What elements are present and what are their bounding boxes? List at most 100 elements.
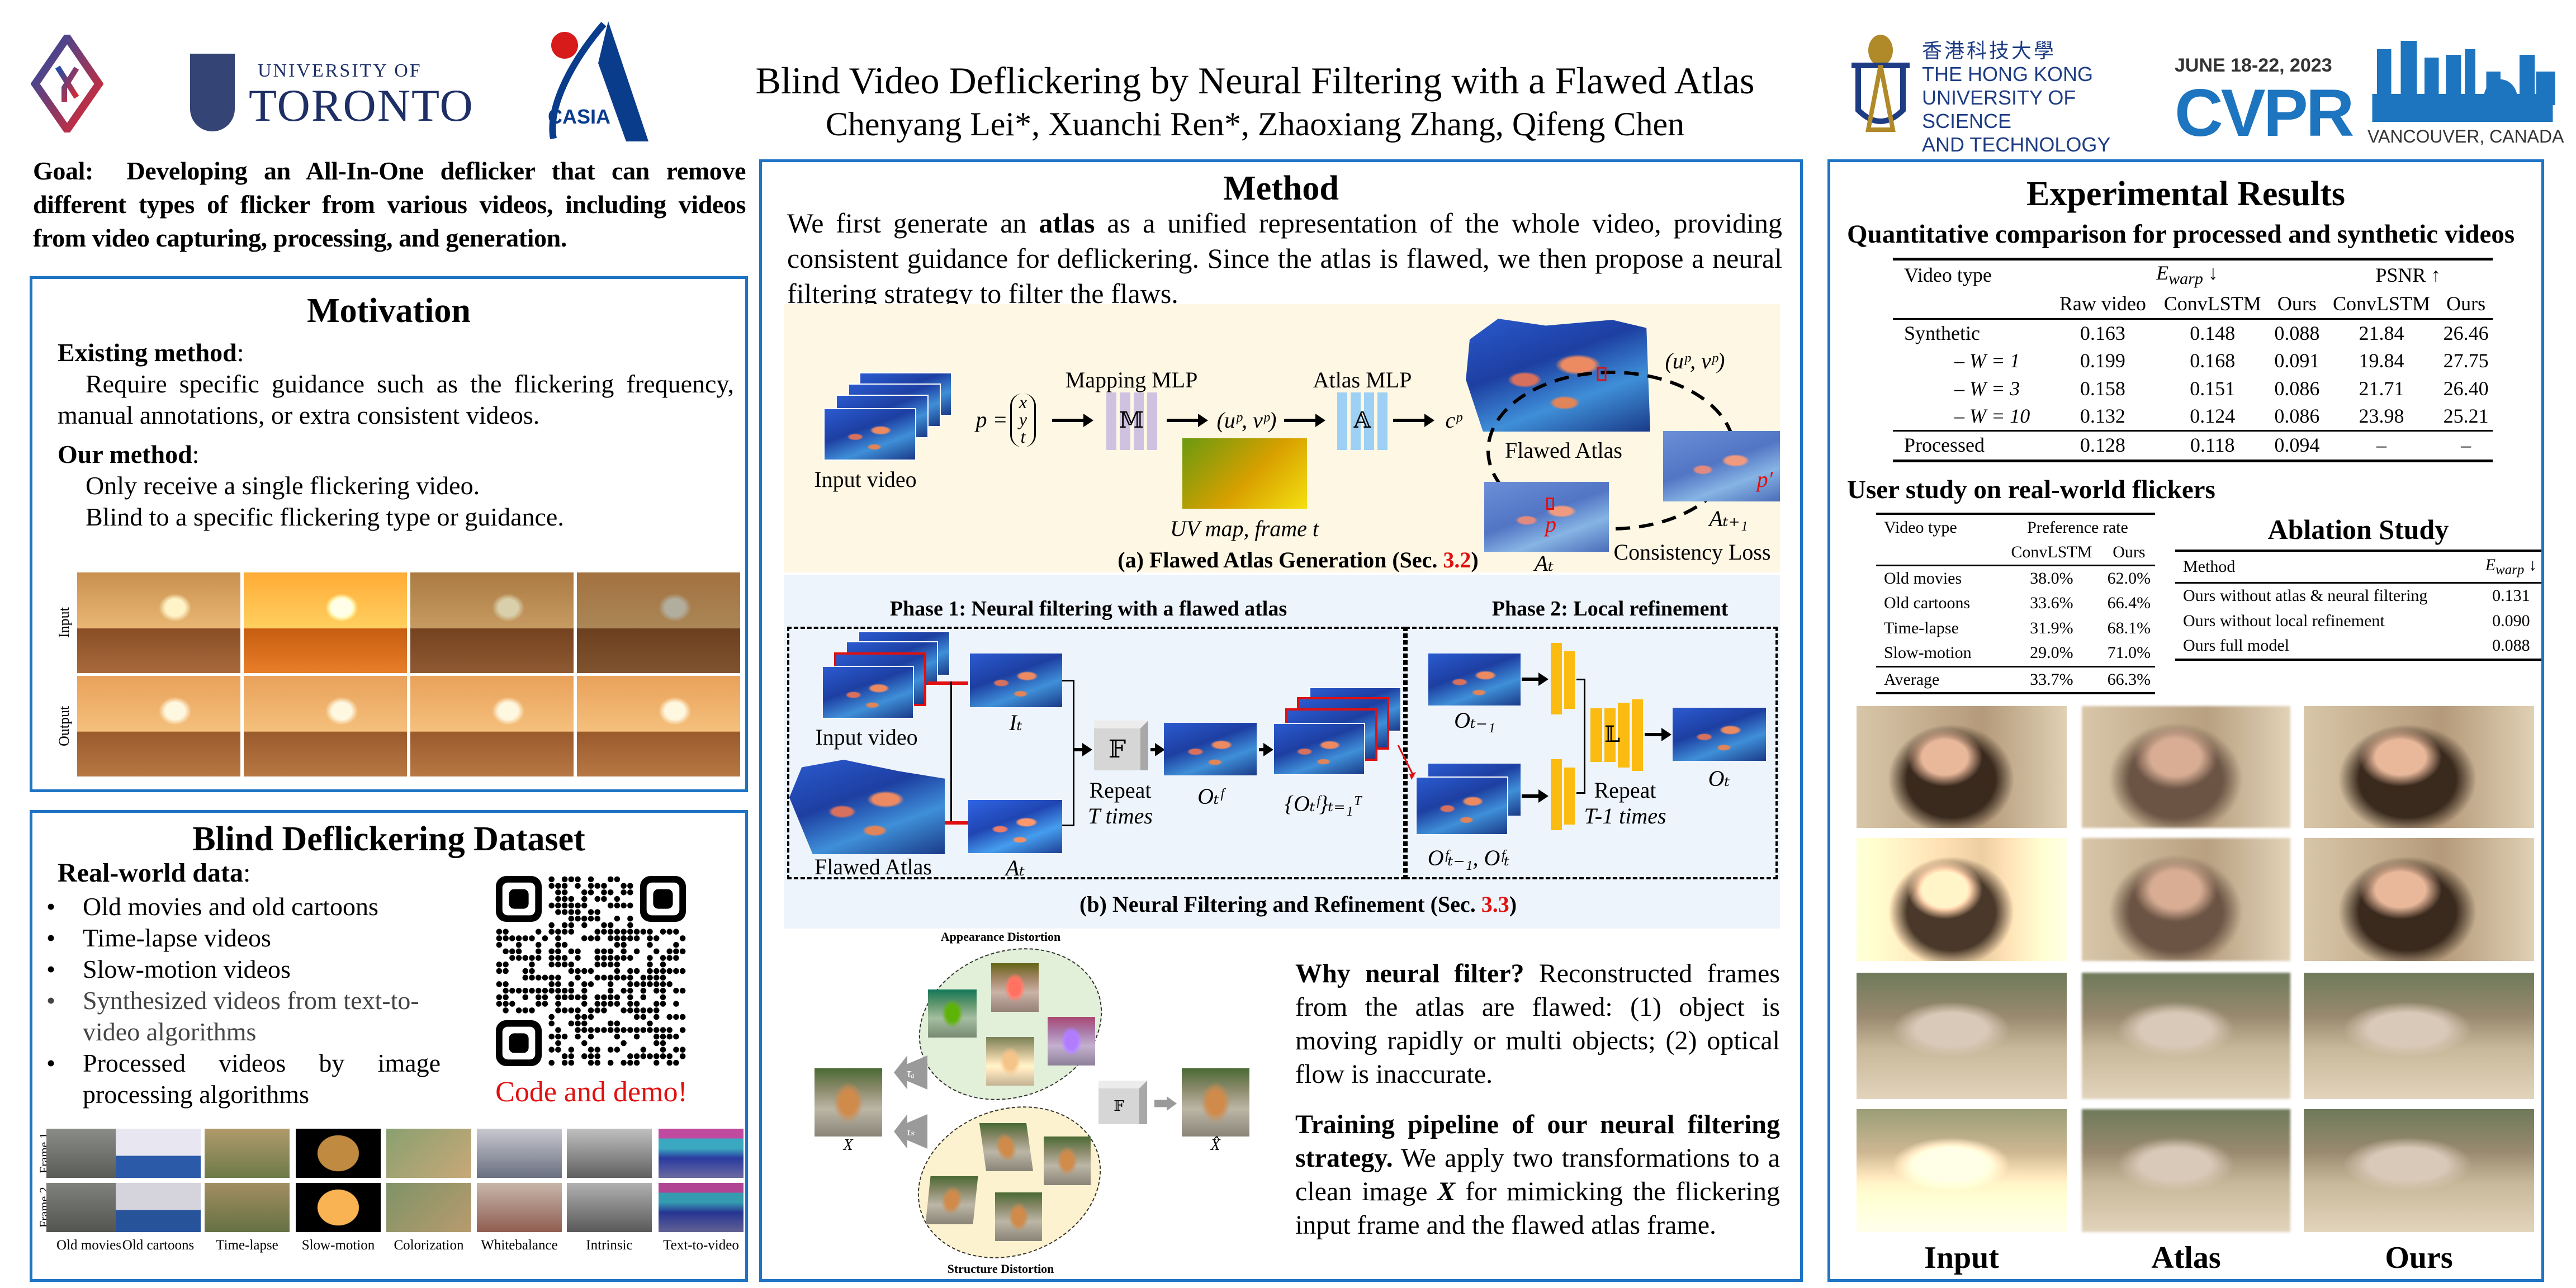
- filtered-pair-image: [1415, 776, 1508, 835]
- previous-output-image: [1428, 654, 1521, 705]
- distorted-image: [986, 1037, 1034, 1086]
- result-image-input: [1857, 1109, 2067, 1232]
- output-frame-image: [244, 676, 407, 776]
- results-title: Experimental Results: [2026, 175, 2346, 213]
- category-label: Old cartoons: [122, 1238, 195, 1253]
- frame-it-image: [970, 654, 1062, 707]
- result-image-input: [1857, 973, 2067, 1099]
- quantitative-title: Quantitative comparison for processed an…: [1847, 220, 2515, 249]
- method-title: Method: [1223, 169, 1339, 207]
- uv-map-image: [1182, 438, 1307, 509]
- training-pipeline-text: Training pipeline of our neural filterin…: [1295, 1110, 1781, 1240]
- distorted-image: [979, 1123, 1034, 1171]
- bracket: [1062, 680, 1074, 826]
- motivation-panel: Motivation Existing method: Require spec…: [30, 276, 748, 792]
- category-label: Text-to-video: [663, 1238, 739, 1253]
- arrow-icon: [1052, 414, 1093, 427]
- casia-logo: CASIA: [537, 18, 665, 144]
- frame2-image: [296, 1183, 381, 1232]
- mapping-mlp-block: [1106, 392, 1157, 450]
- frame2-image: [116, 1183, 201, 1232]
- poster-authors: Chenyang Lei*, Xuanchi Ren*, Zhaoxiang Z…: [825, 106, 1685, 143]
- input-frame-image: [244, 572, 407, 673]
- ewarp-header: Ewarp ↓: [2485, 555, 2537, 577]
- skyline-icon: [2372, 41, 2555, 122]
- local-refinement-network: [1590, 699, 1643, 771]
- category-label: Colorization: [394, 1238, 464, 1253]
- poster-title: Blind Video Deflickering by Neural Filte…: [755, 59, 1755, 102]
- frame2-image: [205, 1183, 290, 1232]
- arrow-icon: [1167, 414, 1208, 427]
- frame1-image: [296, 1129, 381, 1178]
- method-side-text: Why neural filter? Reconstructed frames …: [1295, 957, 1780, 1242]
- frame2-image: [477, 1183, 562, 1232]
- appearance-transform-arrow: τₐ: [894, 1055, 927, 1090]
- category-label: Slow-motion: [301, 1238, 375, 1253]
- arrow-icon: [1259, 743, 1273, 756]
- output-frame-image: [577, 676, 740, 776]
- structure-transform-arrow: τₛ: [894, 1114, 927, 1149]
- bracket: [1576, 679, 1585, 794]
- result-image-atlas: [2082, 973, 2290, 1099]
- bullet-item: •Processed videos by image processing al…: [46, 1049, 441, 1109]
- method-intro: We first generate an atlas as a unified …: [787, 207, 1782, 309]
- refined-output-image: [1673, 708, 1766, 761]
- result-image-atlas: [2082, 838, 2290, 961]
- arrow-icon: [1645, 728, 1671, 741]
- atlas-frame-t1-image: [1663, 431, 1780, 501]
- arrow-icon: [1284, 414, 1325, 427]
- result-image-atlas: [2082, 1109, 2290, 1232]
- qr-code[interactable]: [496, 876, 686, 1066]
- existing-method-label: Existing method:: [58, 338, 244, 367]
- result-image-ours: [2304, 838, 2534, 961]
- our-method-line: Only receive a single flickering video.: [86, 471, 480, 500]
- row-label-output: Output: [56, 705, 72, 747]
- category-label: Time-lapse: [216, 1238, 278, 1253]
- results-panel: Experimental Results Quantitative compar…: [1827, 159, 2544, 1282]
- frame1-image: [659, 1129, 744, 1178]
- frame1-image: [386, 1129, 471, 1178]
- bullet-item: •Synthesized videos from text-to-video a…: [46, 986, 419, 1046]
- motivation-title: Motivation: [307, 292, 471, 330]
- red-arrow-icon: [1397, 745, 1416, 780]
- figure-training-pipeline: Appearance Distortion X τₐ τₛ 𝔽 X̂ Struc…: [784, 923, 1276, 1284]
- bullet-item: •Time-lapse videos: [46, 924, 271, 952]
- arrow-icon: [1393, 414, 1434, 427]
- result-image-ours: [2304, 1109, 2534, 1232]
- row-label-input: Input: [56, 607, 72, 638]
- dataset-bullet-list: •Old movies and old cartoons •Time-lapse…: [46, 891, 460, 1110]
- filter-network-cube: 𝔽: [1094, 721, 1148, 770]
- input-frame-image: [577, 572, 740, 673]
- category-label: Old movies: [56, 1238, 121, 1253]
- arrow-icon: [1074, 743, 1092, 756]
- atlas-at-image: [968, 800, 1062, 853]
- arrow-icon: [1522, 789, 1549, 803]
- result-image-input: [1857, 838, 2067, 961]
- hkust-logo: 香港科技大學 THE HONG KONG UNIVERSITY OF SCIEN…: [1852, 35, 2153, 156]
- code-demo-link[interactable]: Code and demo!: [495, 1076, 688, 1108]
- arrow-icon: [1522, 673, 1549, 686]
- encoder-bars: [1551, 643, 1575, 714]
- figure-neural-filtering: Phase 1: Neural filtering with a flawed …: [784, 575, 1780, 929]
